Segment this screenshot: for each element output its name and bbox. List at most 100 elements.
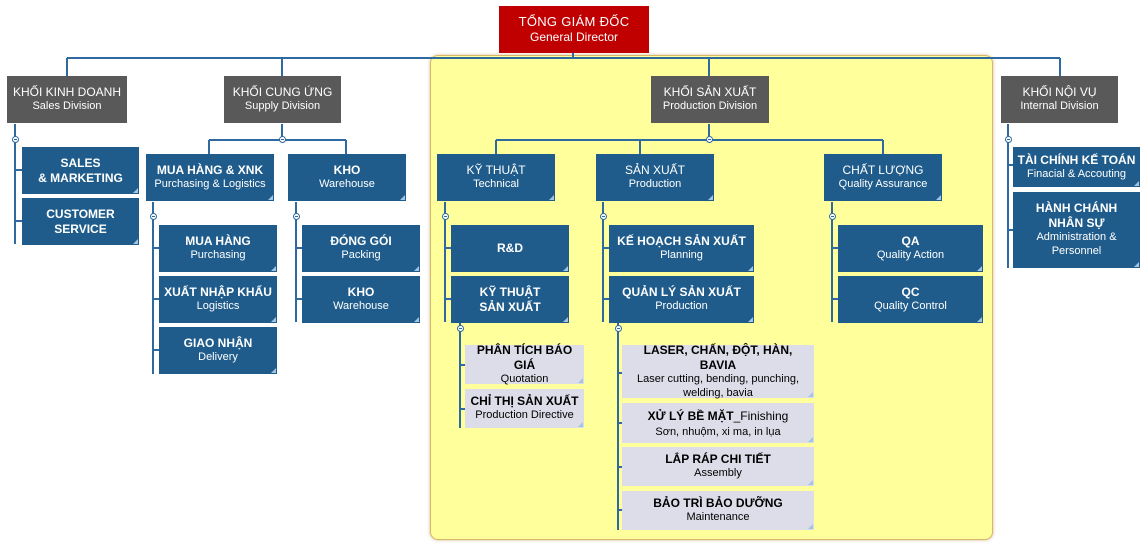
node-title: TÀI CHÍNH KẾ TOÁN: [1017, 152, 1136, 167]
node-subtitle: Laser cutting, bending, punching, weldin…: [636, 372, 800, 399]
node-title: HÀNH CHÁNH NHÂN SỰ: [1035, 201, 1118, 231]
node-title: CHỈ THỊ SẢN XUẤT: [470, 394, 579, 409]
rd-node[interactable]: R&D: [451, 225, 569, 272]
node-subtitle: Packing: [341, 249, 381, 262]
delivery-node[interactable]: GIAO NHẬN Delivery: [159, 327, 277, 374]
packing-node[interactable]: ĐÓNG GÓI Packing: [302, 225, 420, 272]
sales-division-node[interactable]: KHỐI KINH DOANH Sales Division: [7, 76, 127, 123]
node-title: SẢN XUẤT: [624, 163, 685, 178]
node-subtitle: Internal Division: [1020, 100, 1099, 113]
node-title: BẢO TRÌ BẢO DƯỠNG: [653, 496, 783, 511]
production-directive-node[interactable]: CHỈ THỊ SẢN XUẤT Production Directive: [465, 389, 584, 428]
purchasing-node[interactable]: MUA HÀNG Purchasing: [159, 225, 277, 272]
node-title: R&D: [497, 241, 523, 255]
qc-node[interactable]: QC Quality Control: [838, 276, 983, 323]
node-title: GIAO NHẬN: [183, 336, 253, 351]
node-subtitle: Quotation: [500, 372, 549, 385]
customer-service-node[interactable]: CUSTOMER SERVICE: [22, 198, 139, 245]
node-subtitle: Warehouse: [319, 178, 375, 191]
node-title: KỸ THUẬT SẢN XUẤT: [479, 284, 541, 314]
purchasing-logistics-node[interactable]: MUA HÀNG & XNK Purchasing & Logistics: [146, 154, 274, 201]
sales-marketing-node[interactable]: SALES & MARKETING: [22, 147, 139, 194]
collapse-icon[interactable]: [457, 325, 464, 332]
node-title: ĐÓNG GÓI: [330, 234, 392, 249]
node-subtitle: Maintenance: [686, 511, 750, 524]
node-title: CHẤT LƯỢNG: [842, 163, 924, 178]
collapse-icon[interactable]: [706, 136, 713, 143]
node-title: KHO: [333, 163, 361, 178]
node-subtitle: Delivery: [198, 351, 238, 364]
node-title: QUẢN LÝ SẢN XUẤT: [622, 285, 741, 300]
planning-node[interactable]: KẾ HOẠCH SẢN XUẤT Planning: [609, 225, 754, 272]
node-title: LẮP RÁP CHI TIẾT: [665, 452, 771, 467]
production-division-node[interactable]: KHỐI SẢN XUẤT Production Division: [651, 76, 769, 123]
logistics-node[interactable]: XUẤT NHẬP KHẨU Logistics: [159, 276, 277, 323]
node-subtitle: Quality Assurance: [838, 178, 928, 191]
qa-node[interactable]: QA Quality Action: [838, 225, 983, 272]
node-subtitle: Finacial & Accouting: [1026, 167, 1127, 180]
production-technical-node[interactable]: KỸ THUẬT SẢN XUẤT: [451, 276, 569, 323]
node-subtitle: Production Division: [662, 100, 758, 113]
general-director-node[interactable]: TỔNG GIÁM ĐỐC General Director: [499, 6, 649, 53]
node-subtitle: Purchasing: [190, 249, 246, 262]
collapse-icon[interactable]: [150, 213, 157, 220]
node-subtitle: Assembly: [694, 467, 742, 480]
quality-assurance-node[interactable]: CHẤT LƯỢNG Quality Assurance: [824, 154, 942, 201]
node-title: MUA HÀNG: [185, 234, 251, 249]
laser-node[interactable]: LASER, CHẤN, ĐỘT, HÀN, BAVIA Laser cutti…: [622, 342, 814, 399]
node-title: TỔNG GIÁM ĐỐC: [518, 13, 630, 29]
internal-division-node[interactable]: KHỐI NỘI VỤ Internal Division: [1001, 76, 1118, 123]
node-title: KHO: [347, 285, 375, 300]
node-title: MUA HÀNG & XNK: [156, 163, 264, 178]
production-management-node[interactable]: QUẢN LÝ SẢN XUẤT Production: [609, 276, 754, 323]
node-subtitle: Logistics: [196, 300, 240, 313]
node-title: QA: [901, 234, 920, 249]
node-title: XUẤT NHẬP KHẨU: [164, 285, 272, 300]
finance-accounting-node[interactable]: TÀI CHÍNH KẾ TOÁN Finacial & Accouting: [1013, 147, 1140, 187]
maintenance-node[interactable]: BẢO TRÌ BẢO DƯỠNG Maintenance: [622, 491, 814, 530]
node-subtitle: Sơn, nhuộm, xi ma, in lụa: [655, 426, 781, 439]
quotation-node[interactable]: PHÂN TÍCH BÁO GIÁ Quotation: [465, 342, 584, 385]
node-title: CUSTOMER SERVICE: [46, 206, 115, 236]
node-subtitle: Sales Division: [32, 100, 102, 113]
node-subtitle: Production Directive: [475, 409, 574, 422]
node-title: KHỐI KINH DOANH: [12, 85, 121, 100]
collapse-icon[interactable]: [12, 136, 19, 143]
collapse-icon[interactable]: [600, 213, 607, 220]
node-title: XỬ LÝ BỀ MẶT: [647, 409, 734, 424]
node-subtitle: Warehouse: [333, 300, 389, 313]
technical-node[interactable]: KỸ THUẬT Technical: [437, 154, 555, 201]
node-subtitle: Supply Division: [244, 100, 321, 113]
collapse-icon[interactable]: [293, 213, 300, 220]
collapse-icon[interactable]: [1005, 136, 1012, 143]
node-title: KHỐI CUNG ỨNG: [232, 85, 333, 100]
node-title: KHỐI SẢN XUẤT: [663, 85, 757, 100]
node-title-suffix: _Finishing: [733, 409, 789, 424]
collapse-icon[interactable]: [615, 325, 622, 332]
node-subtitle: Quality Action: [876, 249, 945, 262]
production-unit-node[interactable]: SẢN XUẤT Production: [596, 154, 714, 201]
warehouse-sub-node[interactable]: KHO Warehouse: [302, 276, 420, 323]
node-title: KỸ THUẬT: [466, 163, 526, 178]
assembly-node[interactable]: LẮP RÁP CHI TIẾT Assembly: [622, 447, 814, 486]
node-subtitle: Production: [655, 300, 708, 313]
node-title: KẾ HOẠCH SẢN XUẤT: [617, 234, 746, 249]
supply-division-node[interactable]: KHỐI CUNG ỨNG Supply Division: [224, 76, 341, 123]
node-subtitle: Production: [628, 178, 682, 191]
collapse-icon[interactable]: [442, 213, 449, 220]
admin-personnel-node[interactable]: HÀNH CHÁNH NHÂN SỰ Administration & Pers…: [1013, 192, 1140, 268]
collapse-icon[interactable]: [829, 213, 836, 220]
warehouse-node[interactable]: KHO Warehouse: [288, 154, 406, 201]
finishing-node[interactable]: XỬ LÝ BỀ MẶT_Finishing Sơn, nhuộm, xi ma…: [622, 403, 814, 443]
node-title: QC: [901, 285, 920, 300]
node-subtitle: General Director: [529, 30, 619, 45]
collapse-icon[interactable]: [279, 136, 286, 143]
node-title: SALES & MARKETING: [38, 155, 123, 185]
node-title: PHÂN TÍCH BÁO GIÁ: [476, 342, 573, 372]
node-subtitle: Technical: [473, 178, 519, 191]
node-subtitle: Administration & Personnel: [1036, 231, 1117, 257]
node-subtitle: Planning: [660, 249, 703, 262]
node-title: KHỐI NỘI VỤ: [1022, 85, 1097, 100]
node-title: LASER, CHẤN, ĐỘT, HÀN, BAVIA: [643, 342, 793, 372]
